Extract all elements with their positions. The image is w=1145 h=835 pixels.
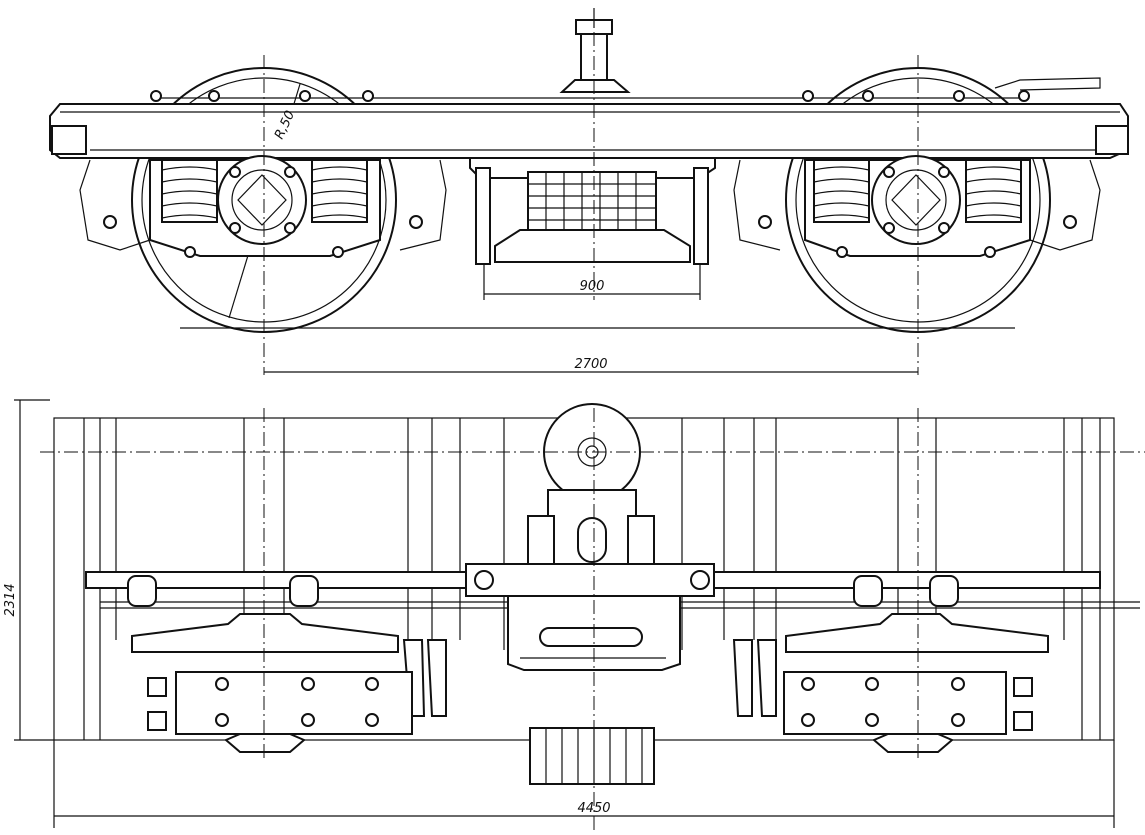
center-pivot-post <box>559 8 631 93</box>
side-frame-beam <box>49 77 1129 159</box>
left-axlebox-assembly <box>79 155 447 258</box>
dimension-2700: 2700 <box>264 357 918 373</box>
dimension-900: 900 <box>483 264 701 300</box>
side-elevation: 900 2700 R,50 <box>49 8 1129 375</box>
center-bolster-springs <box>469 157 716 265</box>
side-centerlines <box>263 8 919 375</box>
plan-view: 2314 4450 <box>3 399 1145 830</box>
brake-disc-left <box>131 613 399 653</box>
dim-2314-label: 2314 <box>3 583 18 616</box>
plan-centerlines <box>40 408 1145 830</box>
dim-4450-label: 4450 <box>577 801 610 816</box>
dim-900-label: 900 <box>580 279 605 294</box>
brake-disc-right <box>785 613 1049 653</box>
cross-tie-rod <box>85 563 1140 609</box>
spring-stacks <box>527 515 655 785</box>
center-bearing <box>543 403 641 567</box>
spring-hangers <box>127 575 959 607</box>
lower-beams <box>147 671 1033 753</box>
dimension-2314: 2314 <box>3 399 54 741</box>
dim-2700-label: 2700 <box>574 357 607 372</box>
dimension-4450: 4450 <box>53 740 1115 828</box>
